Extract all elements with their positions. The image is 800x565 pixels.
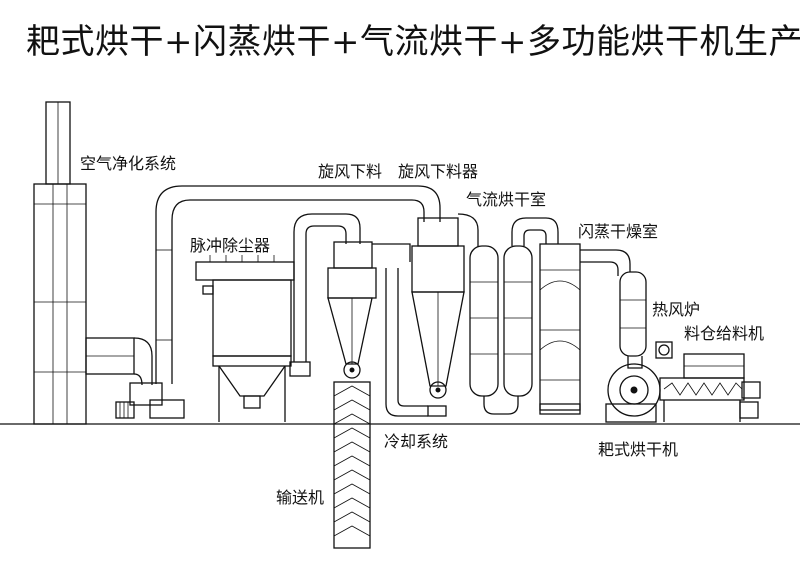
flash-drying-room [539,243,631,415]
cyclone-2 [385,217,465,417]
label-hot-air-furnace: 热风炉 [652,300,701,319]
label-silo-feeder: 料仓给料机 [684,324,765,343]
label-conveyor: 输送机 [276,488,325,507]
silo-feeder [659,353,761,422]
label-airflow-drying-room: 气流烘干室 [466,190,547,209]
page-title: 耙式烘干+闪蒸烘干+气流烘干+多功能烘干机生产线 [26,22,800,62]
exhaust-fan [115,337,185,419]
label-air-purification: 空气净化系统 [80,154,177,173]
label-pulse-dust-collector: 脉冲除尘器 [190,236,271,255]
conveyor [333,381,371,549]
collector-duct [289,213,361,377]
label-cyclone-discharger: 旋风下料器 [398,162,479,181]
label-flash-drying-room: 闪蒸干燥室 [578,222,659,241]
pulse-dust-collector [195,255,295,422]
label-cooling-system: 冷却系统 [384,432,449,451]
airflow-drying-room [457,213,559,415]
hot-air-column [619,271,647,369]
cyclone-1 [327,241,411,379]
label-rake-dryer: 耙式烘干机 [598,440,679,459]
label-cyclone-discharge: 旋风下料 [318,162,383,181]
exhaust-stack [33,101,135,425]
main-duct [155,185,441,384]
rake-dryer [605,341,673,423]
